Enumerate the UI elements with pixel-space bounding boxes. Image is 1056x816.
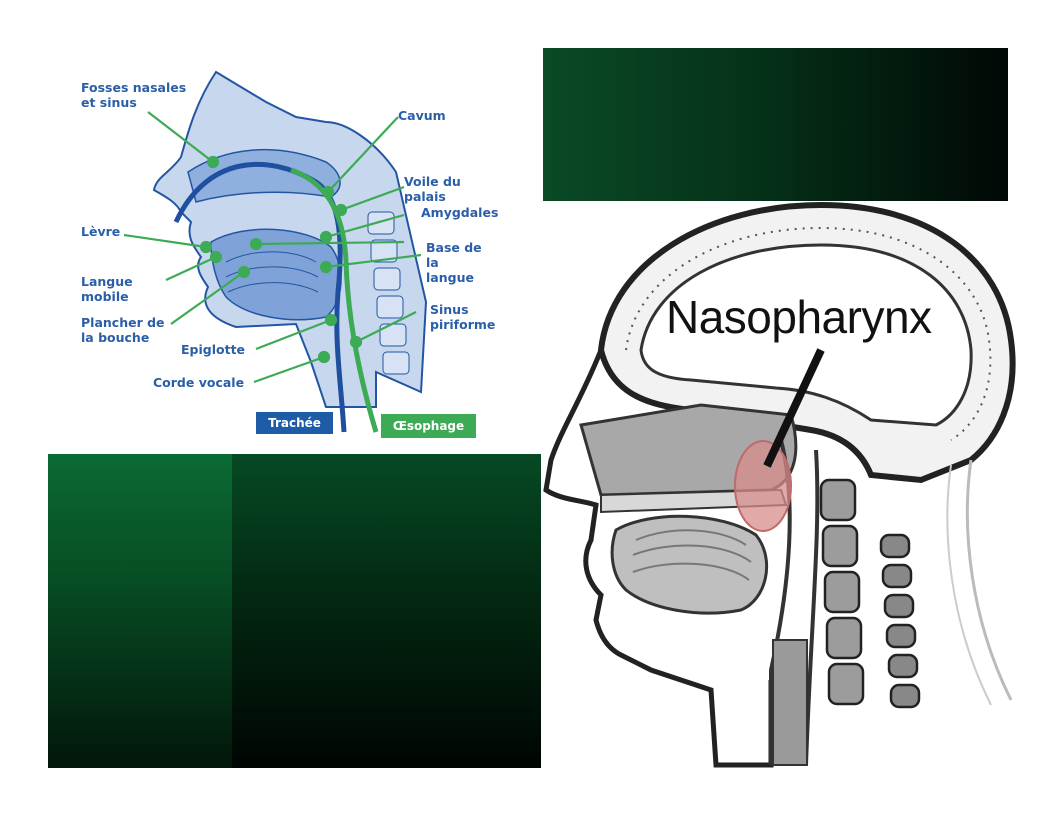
nasopharynx-title: Nasopharynx (666, 291, 932, 343)
label-fosses-nasales: Fosses nasales et sinus (81, 80, 187, 110)
label-epiglotte: Epiglotte (181, 342, 246, 357)
label-base-de-la-langue: Base de la langue (426, 240, 482, 285)
panel-main-area (232, 454, 541, 768)
label-voile-du-palais: Voile du palais (404, 174, 461, 204)
label-plancher-de-la-bouche: Plancher de la bouche (81, 315, 165, 345)
label-amygdales: Amygdales (421, 205, 499, 220)
label-langue-mobile: Langue mobile (81, 274, 133, 304)
legend-oesophage: Œsophage (381, 414, 476, 438)
green-gradient-panel-bottom (48, 454, 541, 768)
label-cavum: Cavum (398, 108, 446, 123)
green-gradient-panel-top (543, 48, 1008, 201)
anatomy-diagram-right (541, 200, 1046, 770)
head-sagittal-drawing (543, 201, 1016, 768)
panel-left-strip (48, 454, 232, 768)
label-sinus-piriforme: Sinus piriforme (430, 302, 496, 332)
label-levre: Lèvre (81, 224, 121, 239)
label-corde-vocale: Corde vocale (153, 375, 245, 390)
anatomy-diagram-left: Fosses nasales et sinus Cavum Voile du p… (76, 62, 498, 444)
legend-trachee: Trachée (256, 412, 333, 434)
head-cross-section-drawing (123, 70, 428, 433)
